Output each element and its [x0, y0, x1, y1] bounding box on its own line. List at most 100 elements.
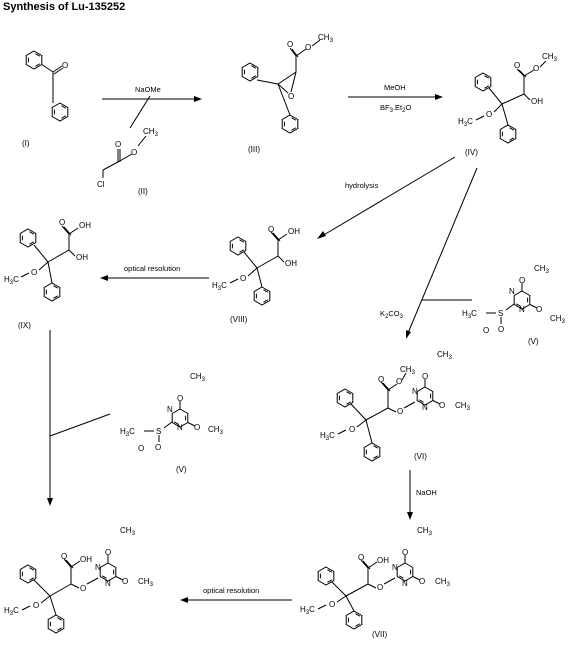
atom-label: O	[115, 140, 121, 149]
atom-label: O	[483, 326, 489, 335]
atom-label: H3C	[4, 275, 19, 286]
reagent-naome: NaOMe	[135, 85, 161, 94]
atom-label: OH	[79, 221, 91, 230]
reagent-k2co3: K2CO3	[380, 309, 404, 320]
reagent-naoh: NaOH	[416, 488, 437, 497]
compound-VII-structure: O OH O O H3C O CH3 N N O CH3	[300, 526, 451, 630]
atom-label: O	[155, 443, 161, 452]
arrow-k2co3	[407, 167, 478, 334]
atom-label: N	[167, 405, 173, 414]
arrow-coupling-left-head	[47, 498, 53, 506]
atom-label: S	[498, 309, 503, 318]
atom-label: O	[498, 325, 504, 334]
atom-label: N	[402, 579, 408, 588]
atom-label: O	[33, 601, 39, 610]
atom-label: H3C	[4, 606, 19, 617]
reagent-resolution-top: optical resolution	[124, 264, 180, 273]
atom-label: CH3	[120, 526, 136, 537]
atom-label: CH3	[550, 314, 566, 325]
atom-label: CH3	[143, 127, 159, 138]
atom-label: O	[396, 377, 402, 386]
atom-label: OH	[288, 227, 300, 236]
compound-I-label: (I)	[22, 139, 30, 148]
atom-label: Cl	[97, 180, 105, 189]
atom-label: N	[509, 287, 515, 296]
atom-label: CH3	[417, 526, 433, 537]
compound-V-label-top: (V)	[528, 337, 539, 346]
atom-label: O	[177, 394, 183, 403]
atom-label: CH3	[138, 577, 154, 588]
atom-label: CH3	[542, 52, 558, 63]
scheme-title: Synthesis of Lu-135252	[3, 1, 126, 13]
atom-label: CH3	[455, 401, 471, 412]
atom-label: CH3	[208, 425, 224, 436]
compound-V-structure: O CH3 O CH3 N N S O O H3C	[462, 264, 566, 335]
compound-IX-label: (IX)	[18, 321, 31, 330]
compound-VIII-label: (VIII)	[230, 315, 248, 324]
compound-IX-structure: O OH OH O H3C	[4, 218, 91, 302]
arrow-naoh-head	[407, 512, 413, 520]
atom-label: O	[533, 64, 539, 73]
atom-label: O	[122, 577, 128, 586]
atom-label: O	[288, 92, 294, 101]
atom-label: CH3	[435, 577, 451, 588]
reagent-meoh: MeOH	[384, 83, 406, 92]
atom-label: N	[105, 579, 111, 588]
atom-label: CH3	[400, 365, 416, 376]
atom-label: H3C	[462, 309, 477, 320]
arrow-hydrolysis-head	[317, 231, 326, 239]
atom-label: O	[402, 548, 408, 557]
atom-label: O	[131, 148, 137, 157]
atom-label: CH3	[437, 350, 453, 361]
compound-IV-structure: O O CH3 OH O H3C	[458, 52, 558, 144]
atom-label: CH3	[318, 33, 334, 44]
atom-label: O	[268, 225, 274, 234]
reagent-branch	[129, 95, 151, 129]
atom-label: OH	[285, 259, 297, 268]
atom-label: OH	[377, 556, 389, 565]
atom-label: O	[61, 552, 67, 561]
atom-label: N	[412, 387, 418, 396]
atom-label: O	[349, 425, 355, 434]
compound-VI-label: (VI)	[414, 452, 427, 461]
compound-III-label: (III)	[248, 145, 260, 154]
atom-label: O	[519, 276, 525, 285]
compound-II-structure: O O CH3 Cl	[97, 127, 159, 189]
atom-label: O	[105, 548, 111, 557]
atom-label: N	[177, 423, 183, 432]
atom-label: O	[138, 444, 144, 453]
atom-label: O	[62, 61, 68, 70]
atom-label: O	[305, 43, 311, 52]
compound-II-label: (II)	[138, 187, 148, 196]
compound-I-structure: O	[25, 50, 69, 122]
reagent-resolution-bottom: optical resolution	[203, 586, 259, 595]
atom-label: O	[287, 40, 293, 49]
atom-label: O	[80, 584, 86, 593]
reagent-bf3: BF3.Et2O	[380, 103, 411, 114]
atom-label: O	[31, 268, 37, 277]
atom-label: N	[392, 563, 398, 572]
atom-label: O	[378, 375, 384, 384]
atom-label: H3C	[212, 281, 227, 292]
atom-label: CH3	[534, 264, 550, 275]
atom-label: N	[422, 403, 428, 412]
atom-label: O	[486, 110, 492, 119]
atom-label: O	[536, 305, 542, 314]
atom-label: O	[422, 372, 428, 381]
arrow-k2co3-head	[406, 330, 411, 339]
compound-VII-label: (VII)	[372, 630, 387, 639]
atom-label: O	[240, 274, 246, 283]
final-product-structure: O OH O O H3C O CH3 N N O CH3	[4, 526, 154, 634]
compound-III-structure: O O O CH3	[241, 33, 334, 134]
compound-V2-structure: O CH3 O CH3 N N S O O H3C	[120, 372, 224, 453]
atom-label: H3C	[320, 431, 335, 442]
atom-label: O	[194, 423, 200, 432]
arrow-step-1-head	[194, 96, 202, 102]
atom-label: S	[156, 427, 161, 436]
compound-VI-structure: O O CH3 O O H3C O CH3 N N O CH3	[320, 350, 471, 462]
atom-label: O	[397, 407, 403, 416]
atom-label: O	[514, 61, 520, 70]
compound-V-label-bottom: (V)	[176, 465, 187, 474]
arrow-resolution-bottom-head	[180, 597, 188, 603]
atom-label: OH	[531, 97, 543, 106]
